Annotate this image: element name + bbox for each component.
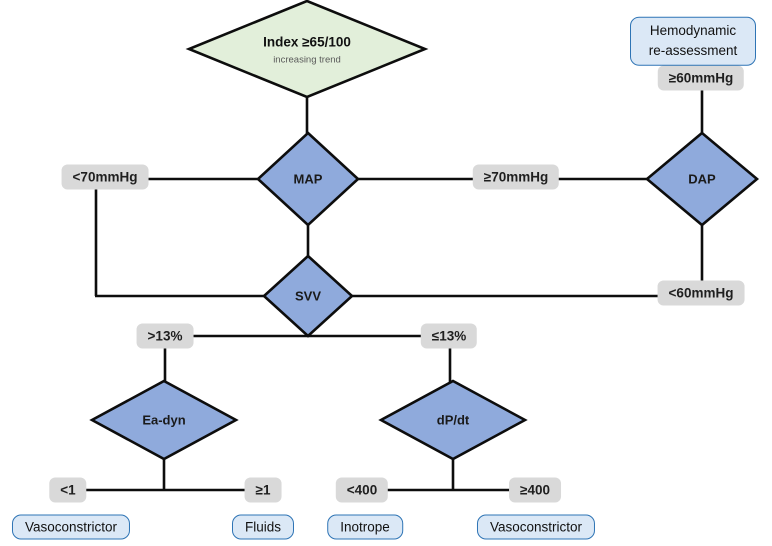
index-node-title: Index ≥65/100 [263, 34, 351, 50]
svv-diamond [262, 254, 354, 338]
outcome-vasoconstrictor-left: Vasoconstrictor [11, 514, 131, 540]
map-diamond [256, 131, 360, 227]
outcome-reassessment: Hemodynamic re-assessment [630, 16, 756, 66]
outcome-fluids: Fluids [231, 514, 295, 540]
dpdt-diamond [378, 379, 528, 461]
eadyn-diamond [89, 379, 239, 461]
eadyn-node-label: Ea-dyn [142, 412, 186, 428]
branch-label-eadyn-high: ≥1 [244, 477, 282, 503]
branch-label-dpdt-high: ≥400 [509, 477, 561, 503]
dpdt-node-label: dP/dt [436, 412, 470, 428]
branch-label-svv-low: ≤13% [420, 323, 478, 349]
branch-label-eadyn-low: <1 [49, 477, 87, 503]
branch-label-dap-high: ≥60mmHg [657, 65, 745, 91]
map-node-label: MAP [293, 171, 323, 187]
dap-diamond [644, 131, 760, 227]
branch-label-dap-low: <60mmHg [657, 280, 745, 306]
index-node-subtitle: increasing trend [273, 54, 341, 66]
outcome-vasoconstrictor-right: Vasoconstrictor [476, 514, 596, 540]
outcome-inotrope: Inotrope [327, 514, 403, 540]
index-diamond [185, 0, 429, 99]
branch-label-svv-high: >13% [136, 323, 194, 349]
branch-label-map-high: ≥70mmHg [472, 164, 560, 190]
branch-label-dpdt-low: <400 [335, 477, 389, 503]
dap-node-label: DAP [688, 171, 716, 187]
svv-node-label: SVV [294, 288, 322, 304]
branch-label-map-low: <70mmHg [61, 164, 149, 190]
